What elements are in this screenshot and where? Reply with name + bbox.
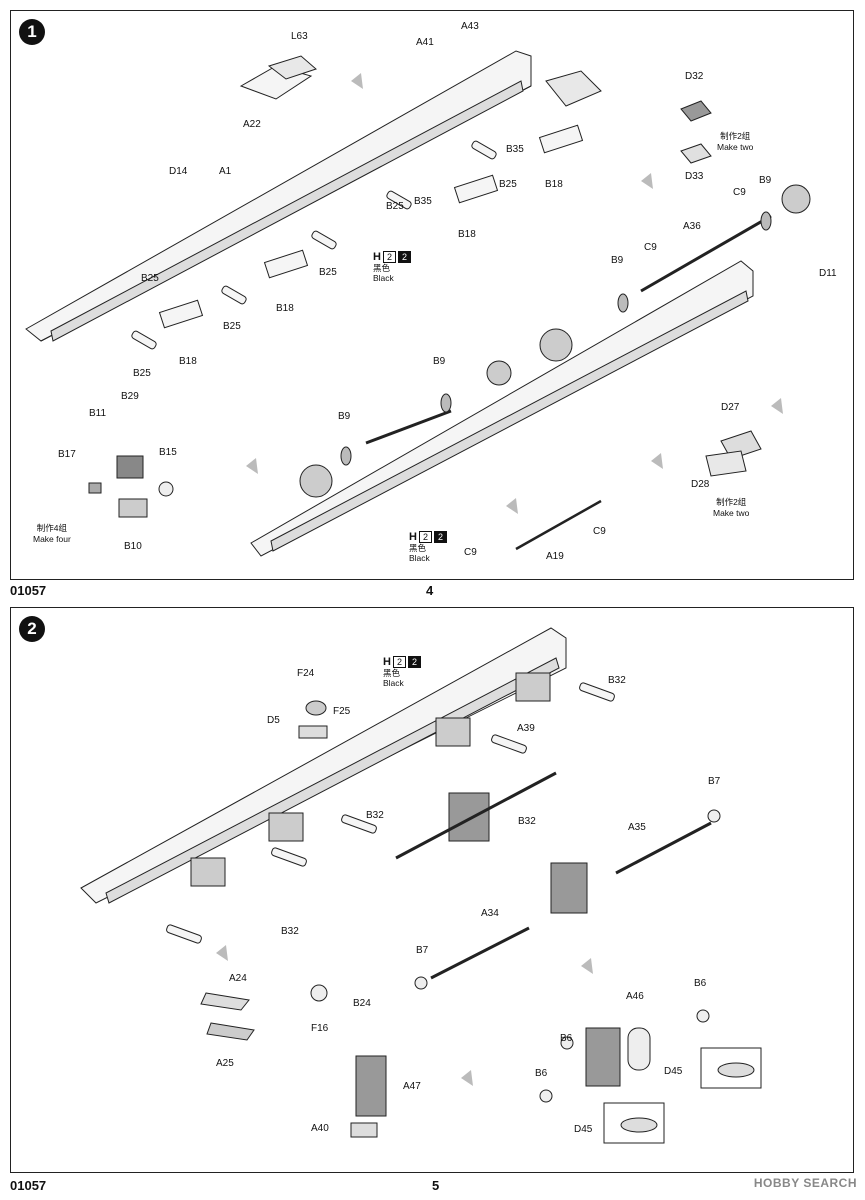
part-label: L63 (291, 31, 308, 42)
part-label: B18 (458, 229, 476, 240)
part-label: B35 (414, 196, 432, 207)
step-1-diagram (25, 50, 811, 557)
part-label: B32 (366, 810, 384, 821)
part-label: A46 (626, 991, 644, 1002)
part-label: A39 (517, 723, 535, 734)
part-label: B29 (121, 391, 139, 402)
part-label: A25 (216, 1058, 234, 1069)
part-label: B9 (611, 255, 624, 266)
step-2-diagram (80, 627, 762, 1144)
part-label: A40 (311, 1123, 329, 1134)
upper-frame-rail (25, 50, 532, 342)
part-label: B7 (416, 945, 429, 956)
part-label: A35 (628, 822, 646, 833)
part-label: C9 (733, 187, 746, 198)
part-label: B25 (319, 267, 337, 278)
part-label: B11 (89, 408, 107, 419)
part-label: B35 (506, 144, 524, 155)
part-label: A47 (403, 1081, 421, 1092)
step-2-panel: 2 (10, 607, 854, 1173)
part-label: D11 (819, 268, 837, 279)
part-label: B32 (518, 816, 536, 827)
part-label: C9 (593, 526, 606, 537)
part-label: B9 (433, 356, 446, 367)
part-label: A1 (219, 166, 232, 177)
step-1-number: 1 (19, 19, 45, 45)
part-label: D32 (685, 71, 704, 82)
part-label: B6 (535, 1068, 548, 1079)
watermark: HOBBY SEARCH (753, 1176, 857, 1190)
frame-rail (80, 627, 567, 904)
part-label: B18 (276, 303, 294, 314)
part-label: B25 (386, 201, 404, 212)
part-label: B15 (159, 447, 177, 458)
part-label: C9 (644, 242, 657, 253)
part-label: A34 (481, 908, 499, 919)
part-label: B32 (281, 926, 299, 937)
axle-bracket (158, 299, 204, 329)
differential (190, 857, 226, 887)
part-label: B32 (608, 675, 626, 686)
part-label: B25 (141, 273, 159, 284)
part-label: B25 (499, 179, 517, 190)
part-label: D28 (691, 479, 710, 490)
part-label: B25 (133, 368, 151, 379)
part-label: C9 (464, 547, 477, 558)
part-label: B25 (223, 321, 241, 332)
part-label: A19 (546, 551, 564, 562)
part-label: D33 (685, 171, 704, 182)
part-label: F24 (297, 668, 315, 679)
page-code-2: 01057 (10, 1178, 47, 1193)
part-label: B17 (58, 449, 76, 460)
part-label: F25 (333, 706, 351, 717)
part-label: B18 (545, 179, 563, 190)
step-2-number: 2 (19, 616, 45, 642)
part-label: B9 (338, 411, 351, 422)
part-label: B10 (124, 541, 142, 552)
part-label: D14 (169, 166, 188, 177)
part-label: A36 (683, 221, 701, 232)
page-number-5: 5 (432, 1178, 440, 1193)
part-label: D27 (721, 402, 740, 413)
lower-frame-rail (250, 260, 754, 557)
part-label: D45 (574, 1124, 593, 1135)
part-label: D45 (664, 1066, 683, 1077)
page-number-4: 4 (426, 583, 434, 598)
part-label: D5 (267, 715, 280, 726)
part-label: B7 (708, 776, 721, 787)
part-label: A41 (416, 37, 434, 48)
part-label: B9 (759, 175, 772, 186)
part-label: A22 (243, 119, 261, 130)
part-label: F16 (311, 1023, 329, 1034)
part-label: B24 (353, 998, 371, 1009)
page-code: 01057 (10, 583, 47, 598)
part-label: B18 (179, 356, 197, 367)
part-label: B6 (560, 1033, 573, 1044)
part-label: A43 (461, 21, 479, 32)
part-label: A24 (229, 973, 247, 984)
step-1-panel: 1 (10, 10, 854, 580)
part-label: B6 (694, 978, 707, 989)
